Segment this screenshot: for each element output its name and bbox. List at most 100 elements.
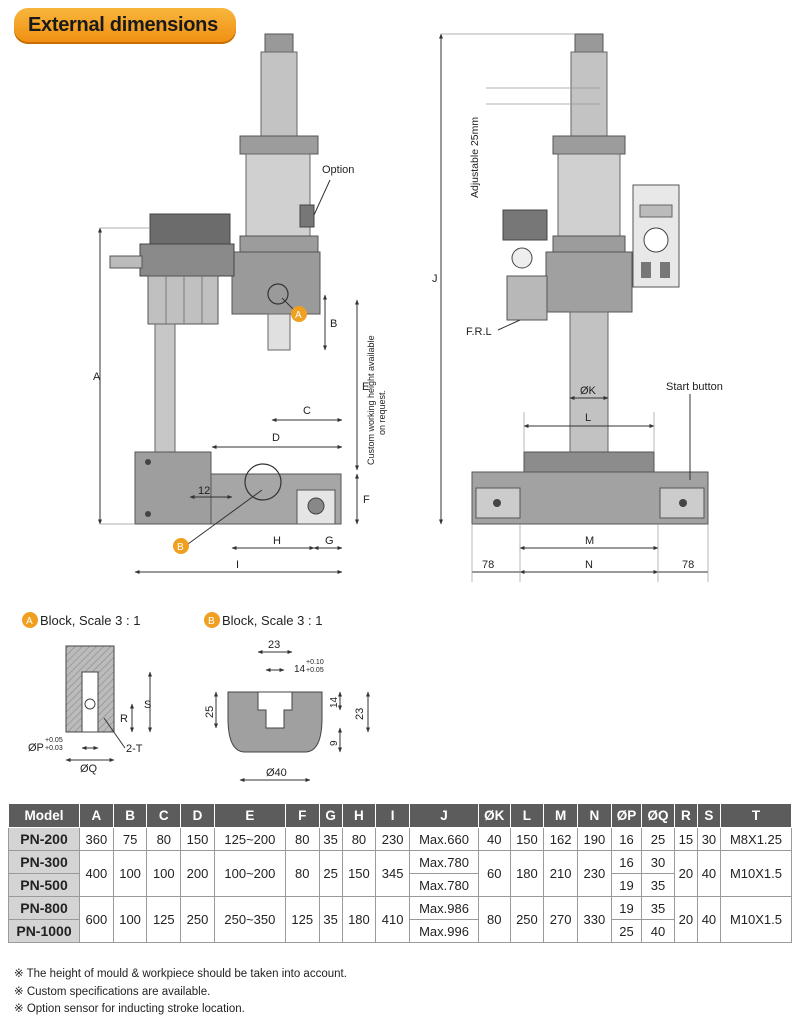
cell: 345	[375, 850, 410, 897]
header-model: Model	[8, 803, 80, 828]
header-T: T	[720, 803, 792, 828]
cell: 35	[318, 896, 343, 943]
cell: 180	[341, 896, 377, 943]
table-row-pn200: PN-200 360 75 80 150 125~200 80 35 80 23…	[8, 827, 792, 851]
cell: 100	[112, 850, 148, 897]
dim-78-left: 78	[482, 559, 494, 571]
dim-C-label: C	[303, 405, 311, 417]
cell: 162	[543, 827, 578, 851]
dim-14-slot: 14	[294, 664, 306, 675]
cell: 210	[543, 850, 578, 897]
cell: 35	[641, 896, 675, 920]
detail-b: B Block, Scale 3 : 1 23 14 +0.10 +0.05 2…	[204, 612, 370, 782]
cell: Max.660	[409, 827, 479, 851]
cell: 330	[577, 896, 612, 943]
dim-S-label: S	[144, 699, 151, 711]
cell: 125	[284, 896, 320, 943]
section-title: External dimensions	[28, 14, 218, 36]
header-A: A	[79, 803, 114, 828]
cell: 60	[478, 850, 511, 897]
side-column	[569, 311, 609, 453]
section-title-banner: External dimensions	[14, 8, 236, 44]
cell: Max.986	[409, 896, 479, 920]
cell: 25	[641, 827, 675, 851]
header-C: C	[146, 803, 182, 828]
cell: 16	[610, 850, 643, 874]
spec-table: Model A B C D E F G H I J ØK L M N ØP ØQ…	[8, 803, 792, 943]
cell: M8X1.25	[720, 827, 792, 851]
dim-Q-label: ØQ	[80, 763, 98, 775]
marker-a	[291, 306, 307, 322]
cell: 150	[180, 827, 215, 851]
header-B: B	[112, 803, 148, 828]
dim-23-top: 23	[268, 639, 280, 651]
dim-B-label: B	[330, 318, 337, 330]
dim-H-label: H	[273, 535, 281, 547]
dim-40-label: Ø40	[266, 767, 287, 779]
ram	[267, 313, 291, 351]
dim-23-right: 23	[354, 708, 366, 720]
cell: 40	[641, 919, 675, 943]
header-L: L	[509, 803, 545, 828]
cell: 100	[112, 896, 148, 943]
side-frl	[506, 275, 548, 321]
marker-b	[173, 538, 189, 554]
cell: 360	[79, 827, 114, 851]
column	[154, 323, 176, 453]
technical-drawing: A B C D E Custom working height availabl…	[22, 33, 723, 782]
cell: 30	[696, 827, 722, 851]
detail-a-marker: A	[26, 616, 33, 627]
cell: 80	[341, 827, 377, 851]
solenoid-valve	[149, 213, 231, 245]
cell: 100	[146, 850, 182, 897]
dim-K-label: ØK	[580, 385, 597, 397]
dim-14-right: 14	[329, 696, 340, 708]
cell: 25	[610, 919, 643, 943]
cell: 35	[641, 873, 675, 897]
cell: Max.996	[409, 919, 479, 943]
dim-I-label: I	[236, 559, 239, 571]
main-cylinder	[245, 153, 311, 237]
frl-unit	[147, 275, 219, 325]
dim-M-label: M	[585, 535, 594, 547]
dim-J-label: J	[432, 273, 438, 285]
model-pn200: PN-200	[8, 827, 80, 851]
dim-T-label: 2-T	[126, 743, 143, 755]
upper-cylinder	[260, 51, 298, 138]
side-head-block	[545, 251, 633, 313]
cell: 80	[284, 850, 320, 897]
cell: 270	[543, 896, 578, 943]
dim-25-label: 25	[204, 706, 216, 718]
header-J: J	[409, 803, 479, 828]
header-G: G	[318, 803, 343, 828]
dim-D-label: D	[272, 432, 280, 444]
detail-b-marker: B	[208, 616, 215, 627]
cell: 250	[509, 896, 545, 943]
cell: 230	[577, 850, 612, 897]
cell: 19	[610, 873, 643, 897]
dim-G-label: G	[325, 535, 334, 547]
dim-9-label: 9	[329, 740, 340, 746]
cell: 20	[673, 896, 698, 943]
dim-N-label: N	[585, 559, 593, 571]
dim-L-label: L	[585, 412, 591, 424]
cell: M10X1.5	[720, 850, 792, 897]
header-I: I	[375, 803, 410, 828]
model-pn500: PN-500	[8, 873, 80, 897]
cell: 80	[284, 827, 320, 851]
cell: 125~200	[213, 827, 286, 851]
cell: 200	[180, 850, 215, 897]
header-D: D	[180, 803, 215, 828]
cell: 250~350	[213, 896, 286, 943]
dim-A-label: A	[93, 371, 101, 383]
cell: 80	[146, 827, 182, 851]
cell: 410	[375, 896, 410, 943]
detail-b-title: Block, Scale 3 : 1	[222, 613, 322, 628]
cell: 80	[478, 896, 511, 943]
marker-b-text: B	[177, 542, 184, 553]
cell: 230	[375, 827, 410, 851]
model-pn1000: PN-1000	[8, 919, 80, 943]
custom-height-note-2: on request.	[377, 390, 387, 435]
detail-a-title: Block, Scale 3 : 1	[40, 613, 140, 628]
note-3: ※ Option sensor for inducting stroke loc…	[14, 1003, 245, 1015]
